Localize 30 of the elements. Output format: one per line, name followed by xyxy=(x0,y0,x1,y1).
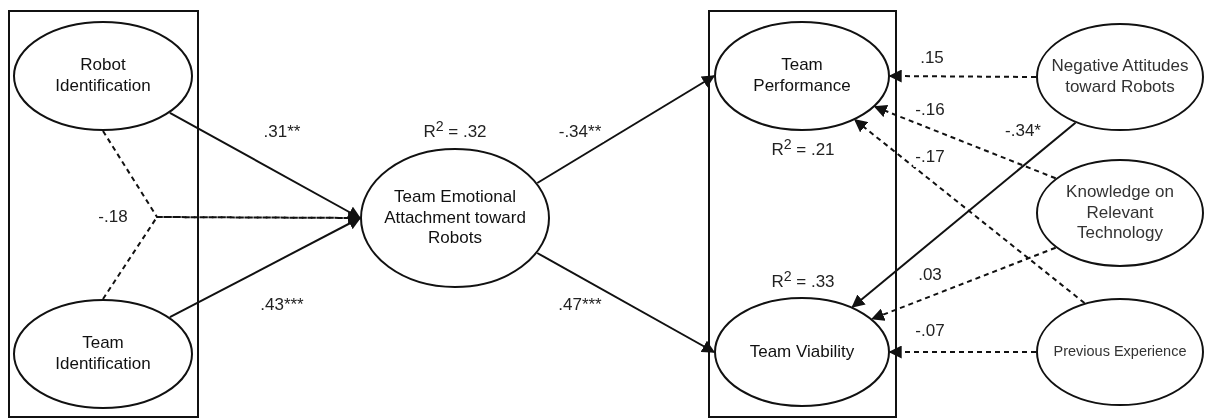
path-arrow xyxy=(168,111,362,219)
latent-variable-ellipse xyxy=(714,297,890,407)
latent-variable-ellipse xyxy=(1036,298,1204,406)
r-squared-label: R$^{2}$ = .33 xyxy=(771,267,835,293)
r-squared-label: R$^{2}$ = .21 xyxy=(771,135,835,161)
latent-variable-ellipse xyxy=(1036,159,1204,267)
variable-label: Previous Experience xyxy=(1052,343,1188,361)
latent-variable-ellipse xyxy=(13,21,193,131)
variable-label: Team Emotional Attachment toward Robots xyxy=(383,186,527,250)
latent-variable-ellipse xyxy=(714,21,890,131)
path-arrow xyxy=(871,246,1057,321)
r-squared-label: R$^{2}$ = .32 xyxy=(423,117,487,143)
variable-label: Team Viability xyxy=(748,341,856,363)
path-coefficient: -.17 xyxy=(913,147,947,167)
path-arrow xyxy=(888,69,1037,83)
group-frame xyxy=(8,10,199,418)
path-arrow xyxy=(536,75,716,184)
path-arrow xyxy=(102,211,362,300)
path-arrow xyxy=(888,345,1037,359)
variable-label: Team Performance xyxy=(752,55,852,97)
path-arrow xyxy=(536,252,716,353)
path-arrow xyxy=(873,105,1057,180)
latent-variable-ellipse xyxy=(360,148,550,288)
variable-label: Team Identification xyxy=(54,333,152,375)
variable-label: Knowledge on Relevant Technology xyxy=(1065,181,1175,245)
group-frame xyxy=(708,10,897,418)
variable-label: Robot Identification xyxy=(54,55,152,97)
path-arrow xyxy=(168,217,362,319)
variable-label: Negative Attitudes toward Robots xyxy=(1050,56,1190,98)
latent-variable-ellipse xyxy=(13,299,193,409)
